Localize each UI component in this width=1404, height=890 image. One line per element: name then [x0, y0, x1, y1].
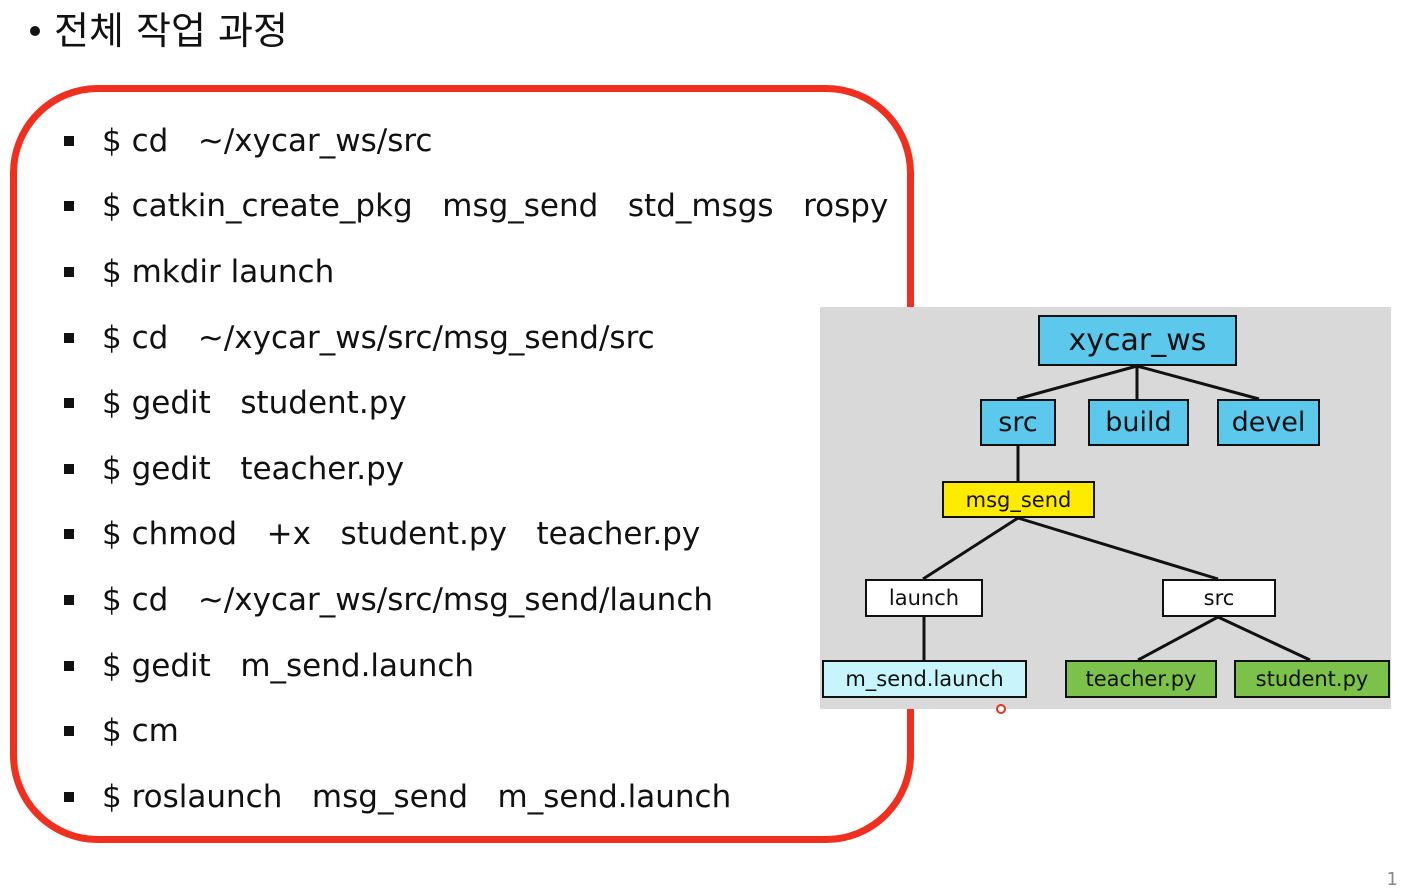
tree-node-m-send-launch: m_send.launch — [822, 660, 1027, 698]
square-bullet-icon — [64, 266, 74, 277]
command-text: $ catkin_create_pkg msg_send std_msgs ro… — [102, 188, 889, 225]
command-text: $ cd ~/xycar_ws/src/msg_send/launch — [102, 581, 714, 618]
command-item: $ chmod +x student.py teacher.py — [64, 502, 888, 568]
directory-tree-diagram: xycar_ws src build devel msg_send launch… — [820, 307, 1391, 709]
command-text: $ cd ~/xycar_ws/src/msg_send/src — [102, 319, 655, 356]
tree-node-launch: launch — [865, 579, 983, 617]
square-bullet-icon — [64, 201, 74, 212]
command-text: $ chmod +x student.py teacher.py — [102, 516, 701, 553]
command-text: $ cm — [102, 713, 179, 750]
square-bullet-icon — [64, 135, 74, 146]
command-item: $ cd ~/xycar_ws/src/msg_send/src — [64, 305, 888, 371]
command-text: $ mkdir launch — [102, 253, 335, 290]
tree-node-teacher-py: teacher.py — [1065, 660, 1217, 698]
command-text: $ gedit student.py — [102, 385, 407, 422]
tree-node-student-py: student.py — [1234, 660, 1390, 698]
square-bullet-icon — [64, 529, 74, 540]
connector-msgsend-src — [1017, 516, 1219, 581]
slide-title: 전체 작업 과정 — [22, 6, 288, 56]
tree-connectors — [922, 364, 1311, 662]
command-item: $ catkin_create_pkg msg_send std_msgs ro… — [64, 174, 888, 240]
command-item: $ cm — [64, 698, 888, 764]
square-bullet-icon — [64, 594, 74, 605]
command-item: $ cd ~/xycar_ws/src — [64, 108, 888, 174]
command-item: $ gedit teacher.py — [64, 436, 888, 502]
command-item: $ mkdir launch — [64, 239, 888, 305]
command-item: $ gedit m_send.launch — [64, 633, 888, 699]
command-item: $ gedit student.py — [64, 370, 888, 436]
tree-node-build: build — [1088, 399, 1189, 446]
command-text: $ roslaunch msg_send m_send.launch — [102, 778, 732, 815]
command-item: $ cd ~/xycar_ws/src/msg_send/launch — [64, 567, 888, 633]
tree-node-msg-send: msg_send — [942, 481, 1095, 518]
tree-node-src-sub: src — [1162, 579, 1276, 617]
title-bullet-icon — [30, 26, 40, 36]
tree-node-src: src — [980, 399, 1056, 446]
connector-root-devel — [1136, 364, 1260, 401]
connector-src-student — [1217, 615, 1311, 662]
command-item: $ roslaunch msg_send m_send.launch — [64, 764, 888, 830]
square-bullet-icon — [64, 332, 74, 343]
tree-node-devel: devel — [1217, 399, 1320, 446]
square-bullet-icon — [64, 726, 74, 737]
connector-src-teacher — [1137, 615, 1219, 662]
connector-msgsend-launch — [922, 516, 1019, 581]
command-text: $ gedit m_send.launch — [102, 647, 475, 684]
command-text: $ gedit teacher.py — [102, 450, 405, 487]
command-text: $ cd ~/xycar_ws/src — [102, 122, 433, 159]
slide-title-text: 전체 작업 과정 — [54, 9, 288, 53]
square-bullet-icon — [64, 398, 74, 409]
square-bullet-icon — [64, 463, 74, 474]
pointer-cursor-icon — [996, 704, 1006, 714]
connector-root-src — [1016, 364, 1138, 401]
command-list: $ cd ~/xycar_ws/src $ catkin_create_pkg … — [64, 108, 888, 830]
tree-node-xycar-ws: xycar_ws — [1038, 315, 1237, 366]
square-bullet-icon — [64, 791, 74, 802]
square-bullet-icon — [64, 660, 74, 671]
